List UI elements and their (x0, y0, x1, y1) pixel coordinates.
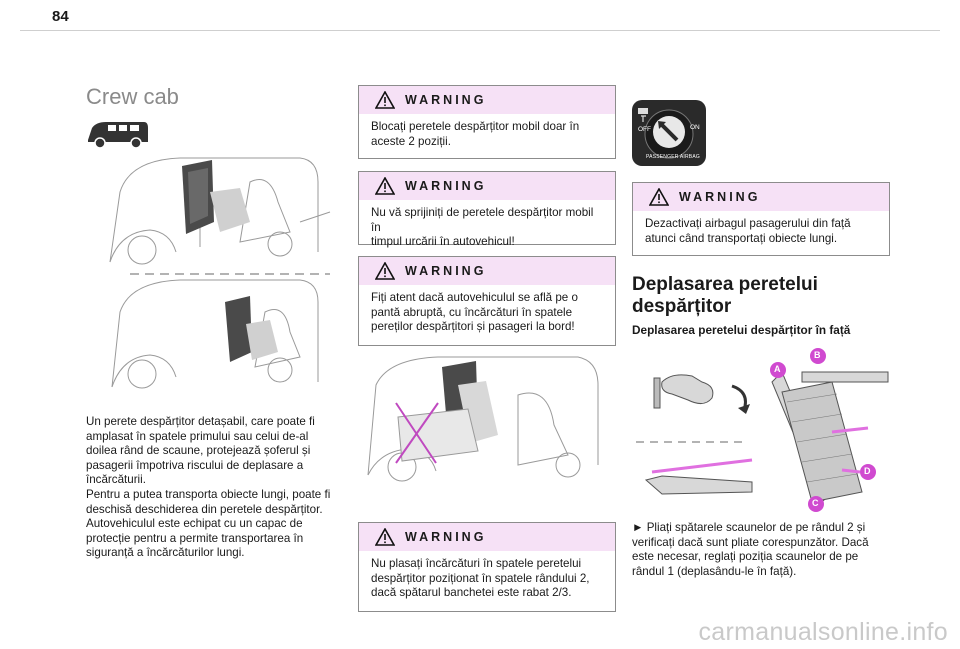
warning-text: Fiți atent dacă autovehiculul se află pe… (371, 291, 578, 304)
warning-triangle-icon (375, 177, 395, 195)
warning-header: WARNING (633, 183, 889, 211)
text-line: verificați dacă sunt pliate corespunzăto… (632, 535, 869, 549)
text-line: Un perete despărțitor detașabil, care po… (86, 415, 315, 428)
text-line: încărcăturii. (86, 473, 146, 487)
header-divider (20, 30, 940, 31)
warning-header: WARNING (359, 257, 615, 285)
warning-label: WARNING (405, 530, 487, 544)
warning-text: despărțitor poziționat în spatele rândul… (371, 571, 590, 585)
heading-line: Deplasarea peretelui (632, 274, 818, 295)
warning-label: WARNING (679, 190, 761, 204)
text-line: ► Pliați spătarele scaunelor de pe rându… (632, 521, 866, 534)
text-line: pasagerii împotriva riscului de deplasar… (86, 458, 304, 472)
warning-box-5: WARNING Dezactivați airbagul pasagerului… (632, 182, 890, 256)
text-line: rândul 1 (deplasându-le în față). (632, 564, 797, 578)
warning-label: WARNING (405, 264, 487, 278)
airbag-switch-image: OFF ON PASSENGER AIRBAG (632, 100, 706, 166)
cargo-cross-diagram (367, 356, 599, 482)
warning-text: Nu vă sprijiniți de peretele despărțitor… (371, 206, 594, 234)
warning-triangle-icon (375, 91, 395, 109)
warning-box-2: WARNING Nu vă sprijiniți de peretele des… (358, 171, 616, 248)
airbag-off-label: OFF (638, 126, 651, 133)
callout-d: D (864, 466, 871, 476)
page-number: 84 (52, 8, 69, 25)
callout-b: B (814, 350, 821, 360)
callout-a: A (774, 364, 781, 374)
airbag-switch-icon (638, 108, 694, 159)
airbag-label: PASSENGER AIRBAG (646, 154, 700, 160)
text-line: deschisă deschiderea din peretele despăr… (86, 502, 323, 516)
text-line: doilea rând de scaune, protejează șoferu… (86, 444, 311, 458)
warning-triangle-icon (649, 188, 669, 206)
warning-label: WARNING (405, 93, 487, 107)
warning-header: WARNING (359, 523, 615, 551)
warning-header: WARNING (359, 86, 615, 114)
warning-header: WARNING (359, 172, 615, 200)
right-body-text: ► Pliați spătarele scaunelor de pe rându… (632, 521, 894, 579)
airbag-on-label: ON (690, 124, 700, 131)
warning-text: pantă abruptă, cu încărcături în spatele (371, 305, 573, 319)
section-title: Crew cab (86, 84, 179, 109)
warning-text: Dezactivați airbagul pasagerului din faț… (645, 217, 851, 230)
text-line: protecție pentru a permite transportarea… (86, 531, 304, 545)
callout-c: C (812, 498, 819, 508)
warning-text: Nu plasați încărcături în spatele perete… (371, 557, 582, 570)
watermark: carmanualsonline.info (698, 618, 948, 646)
section-heading: Deplasarea peretelui despărțitor (632, 274, 892, 318)
partition-move-diagram (636, 348, 889, 512)
warning-triangle-icon (375, 528, 395, 546)
warning-box-4: WARNING Nu plasați încărcături în spatel… (358, 522, 616, 612)
warning-text: dacă spătarul banchetei este rabat 2/3. (371, 586, 572, 600)
van-side-icon (88, 122, 148, 149)
text-line: este necesar, reglați poziția scaunelor … (632, 550, 859, 564)
warning-triangle-icon (375, 262, 395, 280)
heading-line: despărțitor (632, 296, 732, 317)
section-subheading: Deplasarea peretelui despărțitor în față (632, 323, 851, 337)
warning-text: atunci când transportați obiecte lungi. (645, 231, 838, 245)
van-interior-diagram (109, 157, 331, 389)
text-line: Pentru a putea transporta obiecte lungi,… (86, 487, 331, 501)
text-line: siguranță a încărcăturilor lungi. (86, 546, 245, 560)
text-line: amplasat în spatele primului sau celui d… (86, 429, 309, 443)
warning-text: pereților despărțitori și pasageri la bo… (371, 320, 575, 334)
warning-label: WARNING (405, 179, 487, 193)
warning-text: timpul urcării în autovehicul! (371, 235, 515, 249)
warning-text: Blocați peretele despărțitor mobil doar … (371, 120, 580, 133)
warning-box-1: WARNING Blocați peretele despărțitor mob… (358, 85, 616, 159)
warning-text: aceste 2 poziții. (371, 134, 451, 148)
text-line: Autovehiculul este echipat cu un capac d… (86, 517, 303, 531)
warning-box-3: WARNING Fiți atent dacă autovehiculul se… (358, 256, 616, 346)
left-body-text: Un perete despărțitor detașabil, care po… (86, 415, 346, 561)
